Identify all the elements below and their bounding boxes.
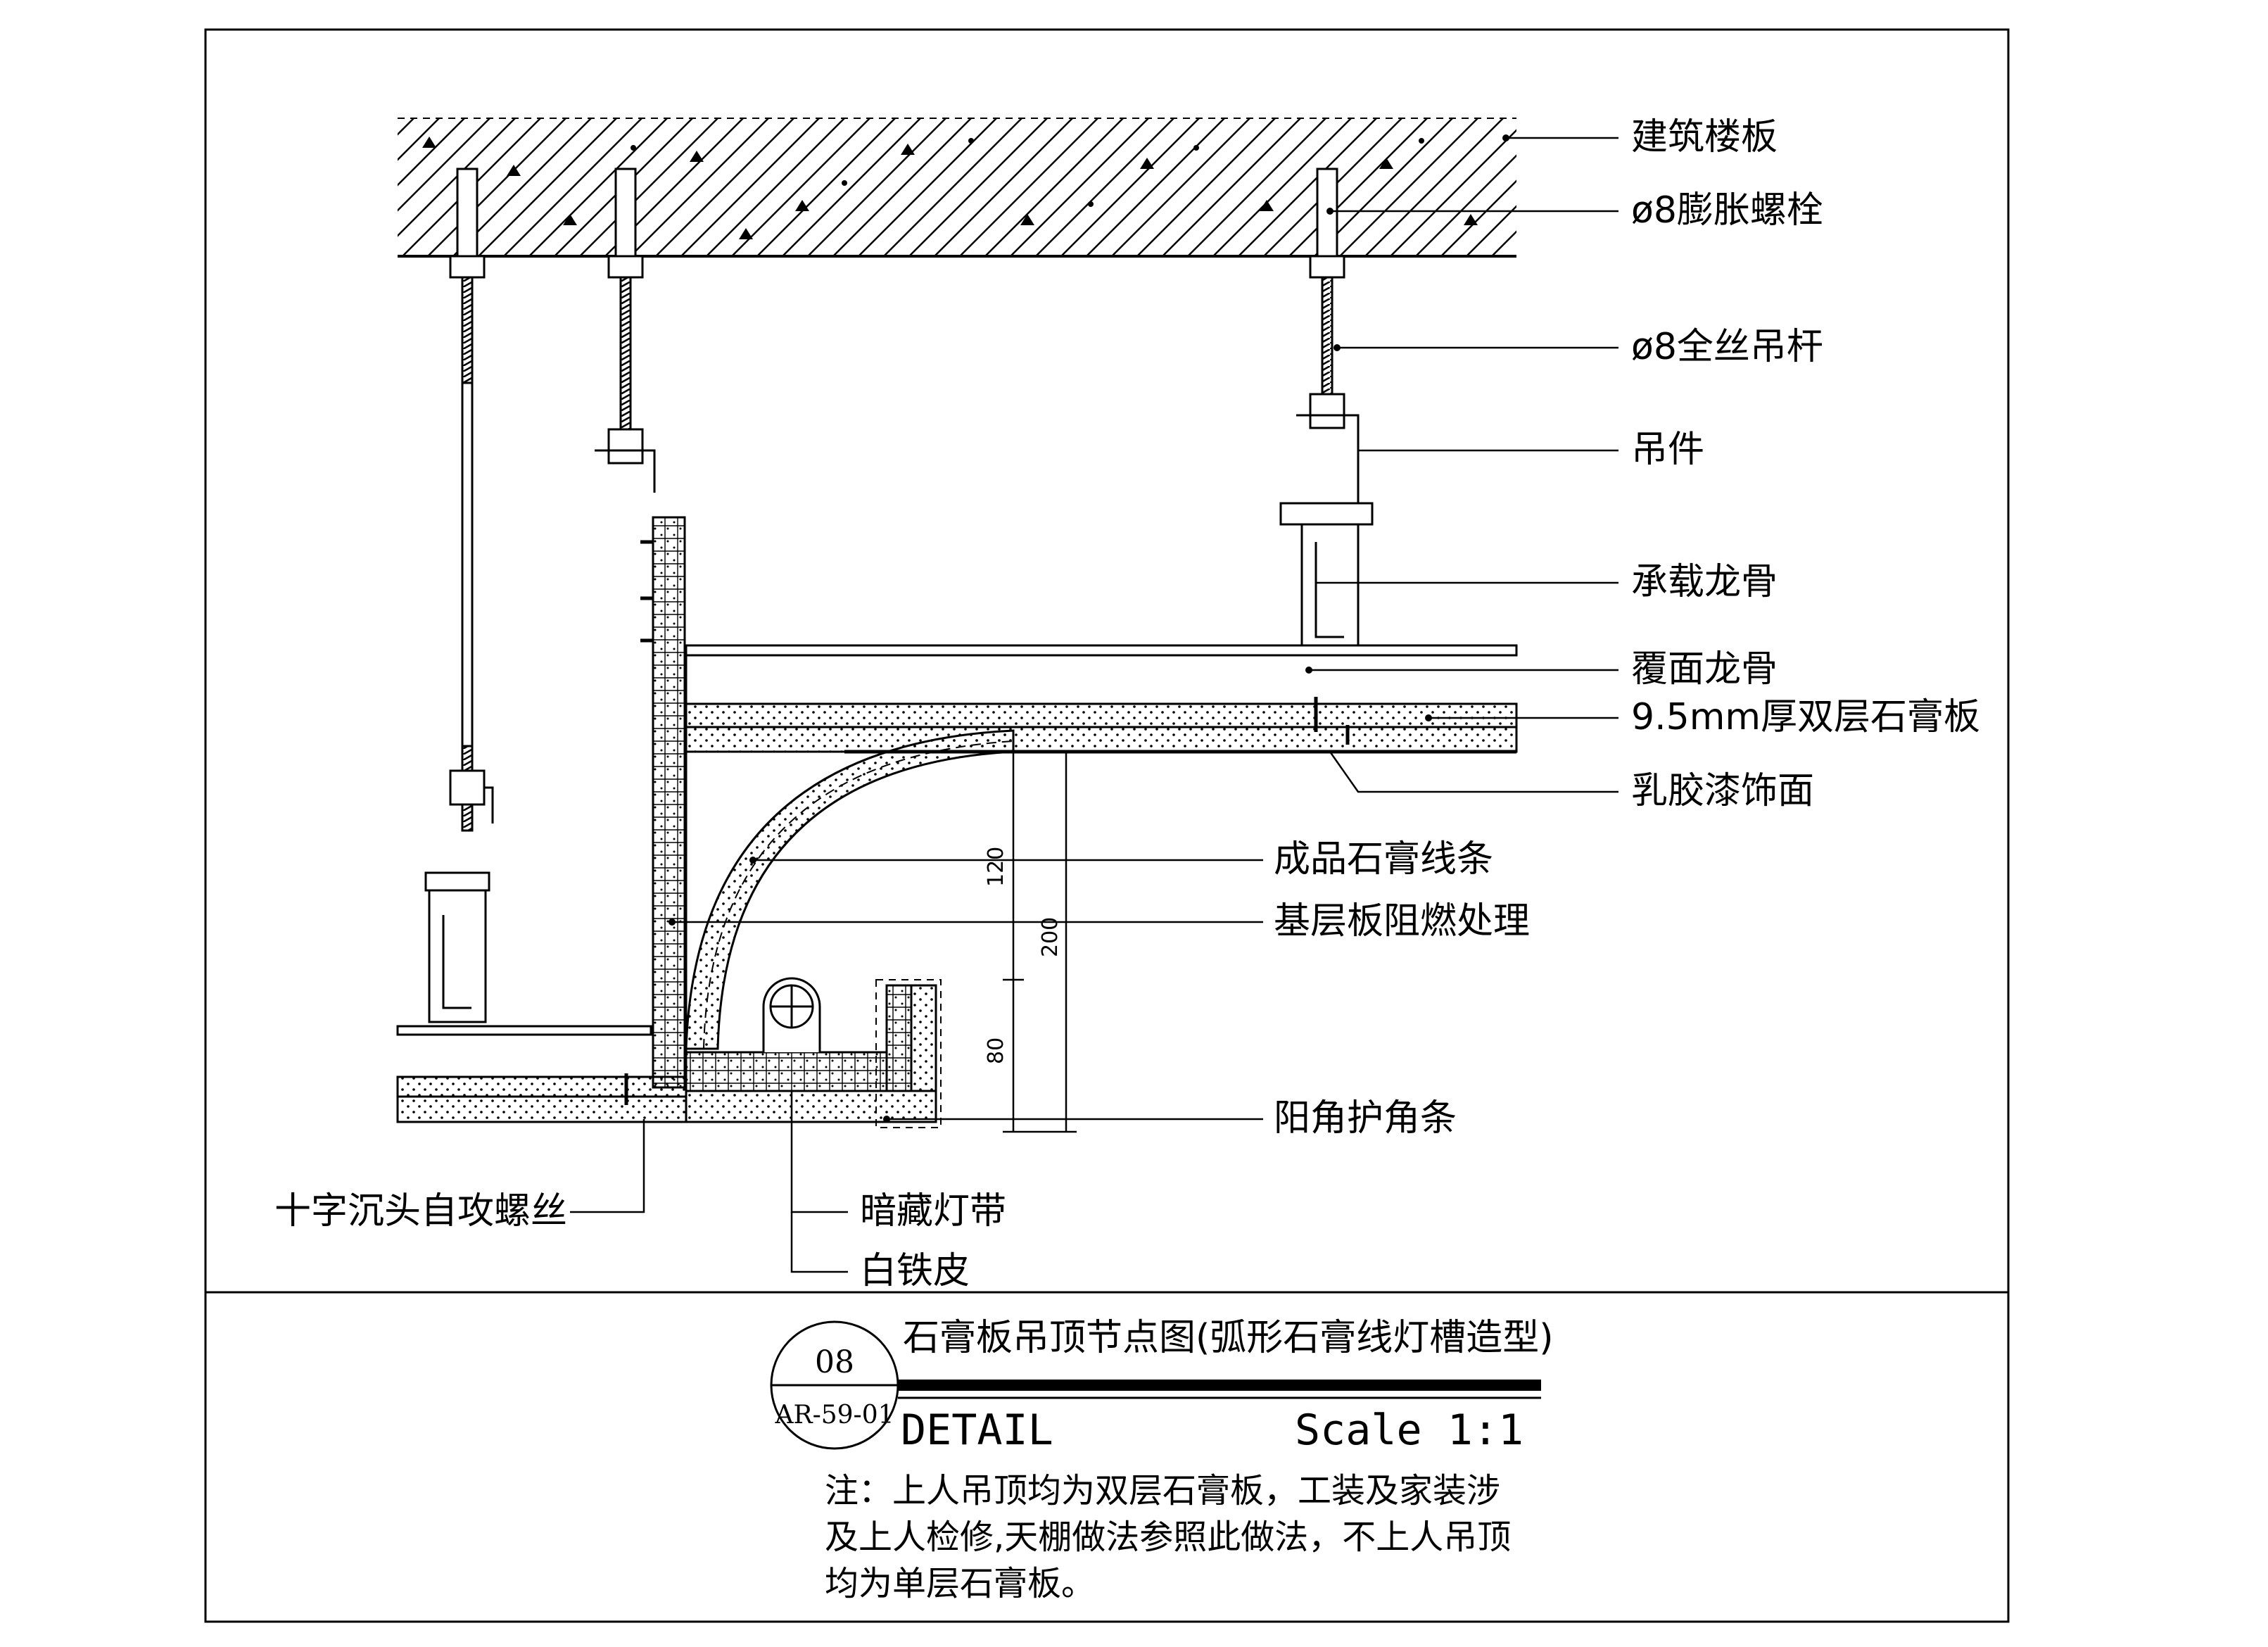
note-line-2: 及上人检修,天棚做法参照此做法，不上人吊顶 [825,1517,1511,1557]
detail-title: 石膏板吊顶节点图(弧形石膏线灯槽造型) [903,1317,1554,1359]
label-cover-keel: 覆面龙骨 [1631,648,1778,690]
label-gypsum-board: 9.5mm厚双层石膏板 [1631,696,1980,738]
label-hanger: 吊件 [1631,429,1704,471]
detail-label: DETAIL [901,1406,1053,1455]
title-block: 08 AR-59-01 石膏板吊顶节点图(弧形石膏线灯槽造型) DETAIL S… [770,1317,1554,1603]
light-trough [685,977,942,1128]
label-main-keel: 承载龙骨 [1631,561,1778,603]
hangers [449,393,1360,824]
dimension-lines [1003,745,1077,1133]
note-line-3: 均为单层石膏板。 [825,1564,1095,1603]
drawing-frame [204,28,2010,1623]
sheet-reference: AR-59-01 [774,1401,894,1430]
scale-label: Scale 1:1 [1295,1406,1523,1455]
label-gypsum-molding: 成品石膏线条 [1274,838,1493,881]
label-fireproof-base: 基层板阻燃处理 [1274,900,1530,942]
leader-lines [570,137,1618,1273]
dim-120: 120 [984,847,1008,887]
label-screw: 十字沉头自攻螺丝 [274,1190,567,1232]
lower-ceiling [396,1025,688,1123]
vertical-plywood [640,516,688,1089]
main-keels [424,502,1374,1023]
expansion-bolts [449,168,1345,279]
label-floor-slab: 建筑楼板 [1631,116,1778,158]
dim-80: 80 [984,1037,1008,1064]
label-corner-guard: 阳角护角条 [1274,1097,1457,1140]
detail-number: 08 [815,1344,854,1380]
label-threaded-rod: ø8全丝吊杆 [1631,326,1823,368]
label-hidden-light: 暗藏灯带 [860,1190,1006,1232]
dim-200: 200 [1038,917,1063,957]
label-expansion-bolt: ø8膨胀螺栓 [1631,189,1823,232]
floor-slab [398,118,1516,258]
label-white-iron: 白铁皮 [860,1250,970,1292]
label-latex-paint: 乳胶漆饰面 [1631,770,1814,812]
upper-ceiling [685,644,1518,754]
note-line-1: 注：上人吊顶均为双层石膏板，工装及家装涉 [825,1471,1500,1510]
arc-molding [685,729,1015,1050]
